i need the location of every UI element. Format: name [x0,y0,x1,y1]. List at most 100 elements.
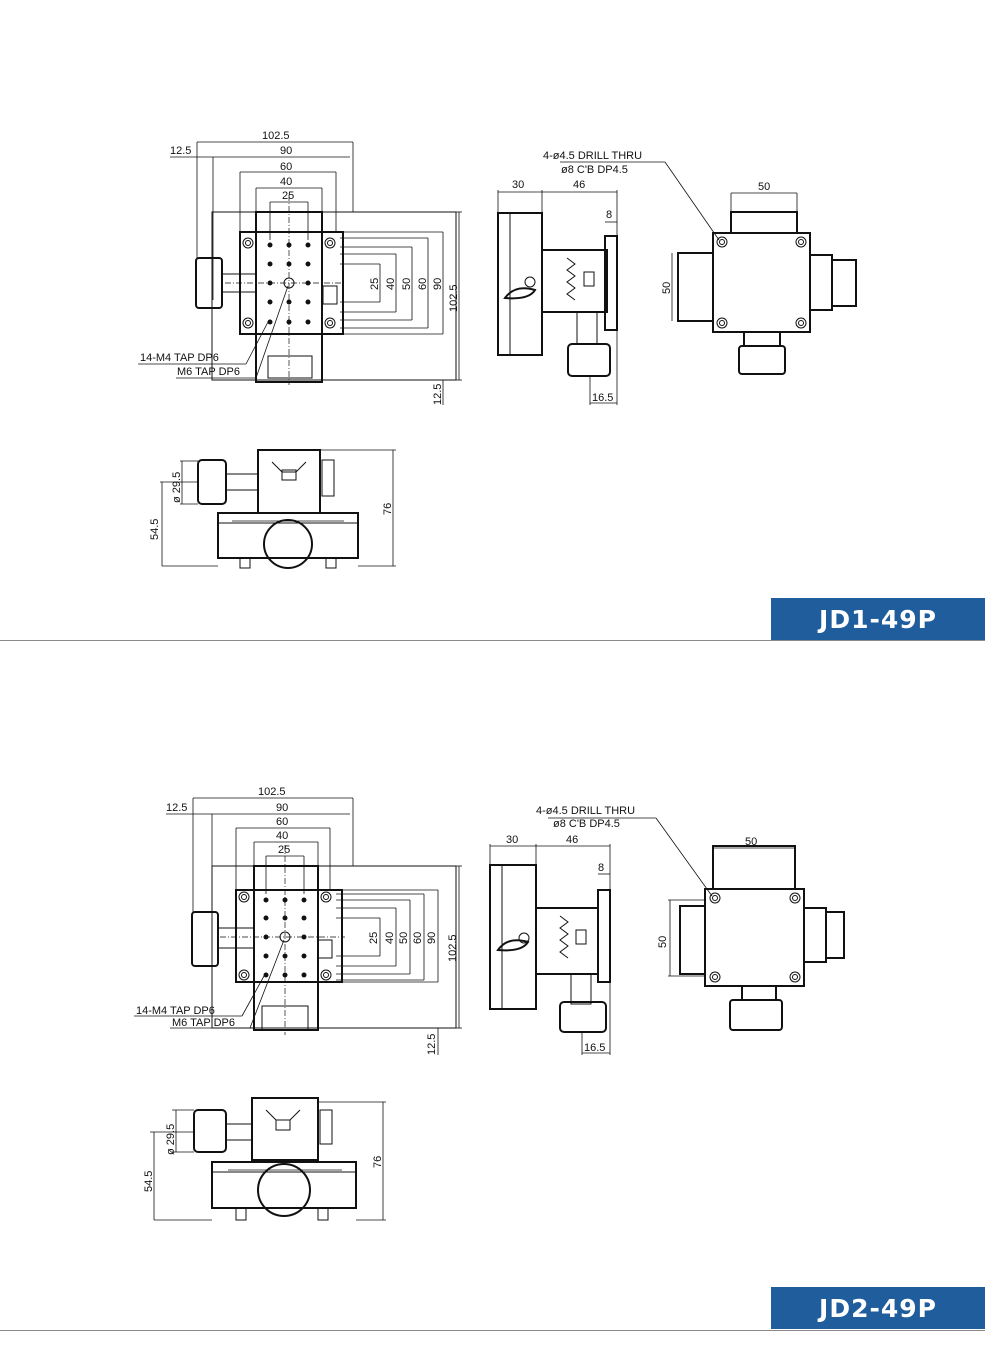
front-carriage [257,449,321,514]
dim-side-46: 46 [566,834,578,846]
dim-side-16-5: 16.5 [584,1042,605,1054]
dim-height-90: 90 [426,932,438,944]
dim-width-60: 60 [280,161,292,173]
dim-offset-12-5: 12.5 [166,802,187,814]
dim-bottom-12-5: 12.5 [426,1034,438,1055]
mount-left-tab [679,905,706,975]
dim-side-8: 8 [606,209,612,221]
mount-holes [709,892,801,983]
dim-height-60: 60 [412,932,424,944]
bottom-adjuster [267,355,313,379]
side-knob [559,1001,607,1033]
tap-hole-grid [263,897,307,978]
side-mount-plate [604,235,618,331]
drill-note-cb: ø8 C'B DP4.5 [561,164,628,176]
dim-width-102-5: 102.5 [258,786,286,798]
side-carriage [541,249,608,313]
center-hole [283,277,295,289]
dim-bottom-12-5: 12.5 [432,384,444,405]
mount-view: 50 50 4-ø4.5 DRILL THRU ø8 C'B DP4.5 [543,150,857,375]
dim-side-8: 8 [598,862,604,874]
top-view: 102.5 12.5 90 60 40 25 25 40 50 60 90 10… [134,786,462,1055]
mount-left-tab [677,252,714,322]
tap-note-m4: 14-M4 TAP DP6 [140,352,219,364]
front-view: ø 29.5 54.5 76 [149,449,396,569]
mount-top-tab [712,845,796,890]
model-badge: JD2-49P [771,1287,985,1329]
dim-height-102-5: 102.5 [447,934,459,962]
mount-plate [704,888,805,987]
side-base [497,212,543,356]
front-view: ø 29.5 54.5 76 [143,1097,386,1221]
dim-front-54-5: 54.5 [143,1171,155,1192]
clamp-lock [317,939,333,959]
micrometer-knob [195,257,223,309]
dim-width-90: 90 [280,145,292,157]
lock-lever [503,287,537,300]
dim-side-46: 46 [573,179,585,191]
drill-note-thru: 4-ø4.5 DRILL THRU [536,805,635,817]
drawing-sheet-2: 102.5 12.5 90 60 40 25 25 40 50 60 90 10… [0,650,1000,1333]
side-view: 30 46 8 16.5 [489,834,611,1055]
dim-side-30: 30 [506,834,518,846]
tap-note-m6: M6 TAP DP6 [177,366,240,378]
dim-width-25: 25 [278,844,290,856]
dim-width-102-5: 102.5 [262,130,290,142]
dim-front-54-5: 54.5 [149,519,161,540]
side-view: 30 46 8 16.5 [497,179,618,405]
front-dial [257,1163,311,1217]
dim-knob-29-5: ø 29.5 [171,472,183,503]
dim-side-30: 30 [512,179,524,191]
side-carriage [535,907,599,975]
carriage [235,889,343,983]
tap-note-m6: M6 TAP DP6 [172,1017,235,1029]
drill-note-cb: ø8 C'B DP4.5 [553,818,620,830]
dim-knob-29-5: ø 29.5 [165,1124,177,1155]
dim-front-76: 76 [372,1156,384,1168]
dim-width-60: 60 [276,816,288,828]
center-hole [279,931,291,943]
dim-mount-50-side: 50 [657,936,669,948]
dim-width-40: 40 [280,176,292,188]
corner-holes [238,891,332,981]
dim-height-102-5: 102.5 [448,284,460,312]
model-badge: JD1-49P [771,598,985,640]
top-view: 102.5 12.5 90 60 40 25 25 40 50 60 90 10… [138,130,462,405]
sheet-divider [0,1330,985,1331]
dim-width-90: 90 [276,802,288,814]
front-knob [197,459,227,505]
technical-drawing-2: 102.5 12.5 90 60 40 25 25 40 50 60 90 10… [134,786,845,1221]
drill-note-thru: 4-ø4.5 DRILL THRU [543,150,642,162]
base-outline [211,211,457,381]
tap-hole-grid [267,242,311,325]
dim-height-90: 90 [432,278,444,290]
lock-lever [496,939,530,952]
micrometer-sleeve [217,927,255,949]
front-dial [263,519,313,569]
mount-top-tab [730,211,798,234]
front-knob [193,1109,227,1153]
front-base [211,1161,357,1209]
dim-offset-12-5: 12.5 [170,145,191,157]
dim-side-16-5: 16.5 [592,392,613,404]
dim-height-50: 50 [401,278,413,290]
mount-view: 50 50 4-ø4.5 DRILL THRU ø8 C'B DP4.5 [536,805,845,1031]
dim-front-76: 76 [382,503,394,515]
sheet-divider [0,640,985,641]
mount-plate [712,232,811,333]
front-carriage [251,1097,319,1161]
dim-mount-50-top: 50 [758,181,770,193]
dim-width-25: 25 [282,190,294,202]
side-mount-plate [597,889,611,983]
micrometer-knob [191,911,219,967]
dim-width-40: 40 [276,830,288,842]
dim-height-25: 25 [368,932,380,944]
tap-note-m4: 14-M4 TAP DP6 [136,1005,215,1017]
side-knob [567,343,611,377]
mount-holes [716,236,807,329]
drawing-sheet-1: 102.5 12.5 90 60 40 25 25 40 50 60 90 10… [0,0,1000,683]
dim-mount-50-top: 50 [745,836,757,848]
dim-height-60: 60 [417,278,429,290]
technical-drawing-1: 102.5 12.5 90 60 40 25 25 40 50 60 90 10… [138,130,857,569]
dim-height-40: 40 [384,932,396,944]
